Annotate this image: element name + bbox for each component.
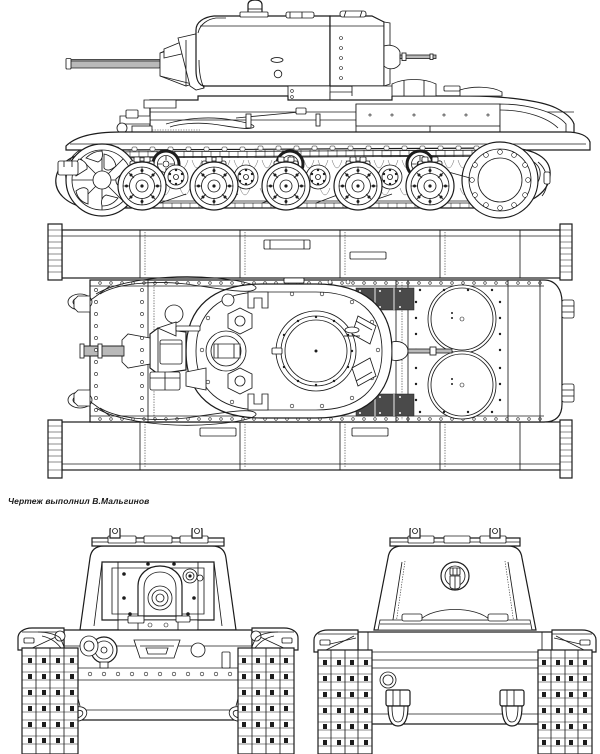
top-view-drawing <box>47 223 575 479</box>
track-left-front <box>21 647 79 754</box>
periscope-rear-left <box>409 528 421 539</box>
plan-view <box>0 222 600 484</box>
hull-upper <box>149 79 575 135</box>
road-wheel <box>405 161 455 211</box>
periscope-front-right <box>191 528 203 539</box>
front-elevation-view <box>8 528 308 754</box>
gun-barrel <box>65 58 161 70</box>
left-fender <box>61 229 563 279</box>
turret-front-fittings <box>205 307 253 395</box>
turret-bolt-row <box>339 36 343 80</box>
front-deck-fittings <box>149 277 360 391</box>
sprocket-teeth <box>469 149 531 211</box>
periscope-rear-right <box>489 528 501 539</box>
front-plate-rivets <box>94 288 144 412</box>
fender-wings-rear <box>313 629 597 653</box>
turret-hatch-ring <box>271 310 357 392</box>
right-fender <box>47 419 573 479</box>
hull-side-rivets <box>368 113 490 117</box>
road-wheel <box>189 161 239 211</box>
drive-sprocket-rear <box>461 141 551 219</box>
roof-hatch-blocks <box>107 535 209 544</box>
side-view-drawing <box>55 0 591 219</box>
rear-mg-ball-mount <box>440 561 470 591</box>
side-elevation-view <box>0 0 600 225</box>
road-wheel <box>333 161 383 211</box>
track-right-front <box>237 647 295 754</box>
rear-view-drawing <box>313 528 597 754</box>
periscope-covers <box>351 315 377 387</box>
rear-mg-port <box>383 44 437 70</box>
front-view-drawing <box>17 528 299 754</box>
fender-wings-front <box>17 627 299 651</box>
gun-mantlet-front <box>101 561 215 621</box>
inner-idler-wheel <box>377 164 403 190</box>
drawing-credit-caption: Чертеж выполнил В.Мальгинов <box>8 496 150 506</box>
road-wheel <box>117 161 167 211</box>
hull-rear-plate <box>357 631 553 727</box>
track-left-rear <box>317 649 373 754</box>
fender <box>65 131 591 151</box>
turret <box>195 15 391 89</box>
inner-idler-wheel <box>163 164 189 190</box>
turret-plan <box>79 283 453 419</box>
periscope-front-left <box>109 528 121 539</box>
inner-idler-wheel <box>305 164 331 190</box>
turret-front <box>79 528 237 631</box>
grille <box>508 226 560 278</box>
road-wheels <box>117 161 455 211</box>
rear-elevation-view <box>310 528 600 754</box>
left-track-band <box>47 223 573 281</box>
exhaust-port-right <box>499 689 525 727</box>
track-right-rear <box>537 649 593 754</box>
idler-wheel-front <box>65 143 139 217</box>
turret-roof-fittings <box>239 0 367 19</box>
exhaust-port-left <box>385 689 411 727</box>
road-wheel <box>261 161 311 211</box>
turret-rear <box>373 528 537 631</box>
tow-cable <box>165 107 321 129</box>
engine-deck-rivets <box>414 288 502 414</box>
hull-front-plate <box>63 629 253 721</box>
front-hull-fittings <box>116 99 200 134</box>
tow-hooks-plan <box>73 295 91 407</box>
engine-access-hatches <box>414 284 502 420</box>
rear-hull-fittings <box>539 280 575 422</box>
horn <box>79 635 99 657</box>
grab-handles <box>247 291 269 411</box>
rear-mg-plan <box>391 341 453 361</box>
